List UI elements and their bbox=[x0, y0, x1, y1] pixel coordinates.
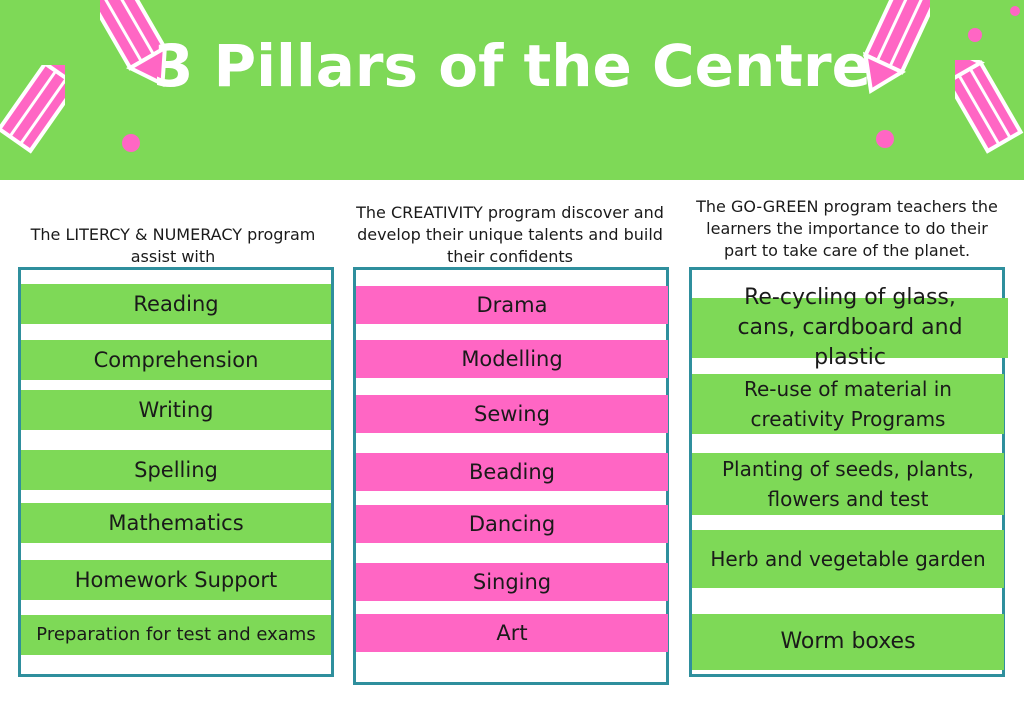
list-item: Drama bbox=[356, 286, 668, 324]
list-item: Herb and vegetable garden bbox=[692, 530, 1004, 588]
list-item: Beading bbox=[356, 453, 668, 491]
list-item: Preparation for test and exams bbox=[21, 615, 331, 655]
pink-dot bbox=[968, 28, 982, 42]
list-item: Mathematics bbox=[21, 503, 331, 543]
literacy-box: Reading Comprehension Writing Spelling M… bbox=[18, 267, 334, 677]
list-item: Dancing bbox=[356, 505, 668, 543]
pencil-icon bbox=[862, 0, 930, 95]
list-item: Re-use of material in creativity Program… bbox=[692, 374, 1004, 434]
creativity-box: Drama Modelling Sewing Beading Dancing S… bbox=[353, 267, 669, 685]
list-item: Modelling bbox=[356, 340, 668, 378]
pencil-icon bbox=[0, 65, 65, 154]
go-green-box: Re-cycling of glass, cans, cardboard and… bbox=[689, 267, 1008, 677]
list-item: Comprehension bbox=[21, 340, 331, 380]
list-item: Writing bbox=[21, 390, 331, 430]
pencil-icon bbox=[100, 0, 168, 88]
list-item: Sewing bbox=[356, 395, 668, 433]
pink-dot bbox=[122, 134, 140, 152]
list-item: Singing bbox=[356, 563, 668, 601]
pencil-icon bbox=[955, 60, 1024, 154]
list-item: Re-cycling of glass, cans, cardboard and… bbox=[692, 285, 1008, 370]
list-item: Reading bbox=[21, 284, 331, 324]
page-title: 3 Pillars of the Centre bbox=[153, 32, 871, 100]
list-item: Art bbox=[356, 614, 668, 652]
list-item: Homework Support bbox=[21, 560, 331, 600]
list-item: Worm boxes bbox=[692, 614, 1004, 670]
pink-dot bbox=[1010, 6, 1020, 16]
list-item: Planting of seeds, plants, flowers and t… bbox=[692, 453, 1004, 515]
header-banner: 3 Pillars of the Centre bbox=[0, 0, 1024, 180]
creativity-intro: The CREATIVITY program discover and deve… bbox=[356, 203, 664, 266]
literacy-intro: The LITERCY & NUMERACY program assist wi… bbox=[30, 225, 316, 266]
pink-dot bbox=[876, 130, 894, 148]
go-green-intro: The GO-GREEN program teachers the learne… bbox=[696, 197, 998, 260]
list-item: Spelling bbox=[21, 450, 331, 490]
